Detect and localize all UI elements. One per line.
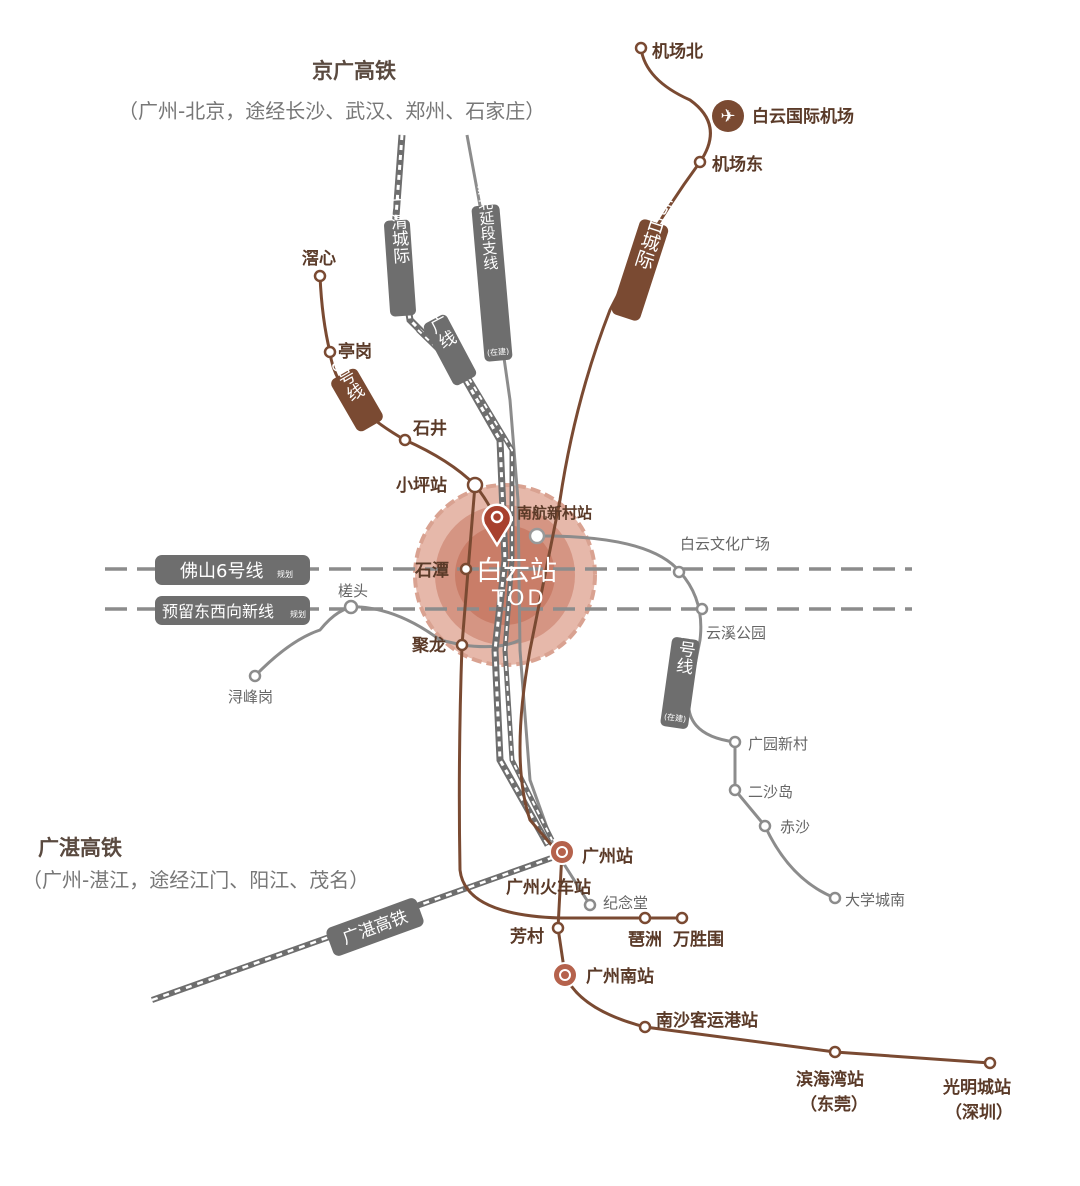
line8-south [457, 484, 682, 920]
guangqing-text: 广清城际 [385, 195, 410, 265]
station-marker [248, 669, 262, 683]
station-label: 芳村 [510, 926, 544, 947]
foshan6-label: 佛山6号线 规划 [155, 555, 310, 585]
line12-status: (在建) [663, 711, 686, 724]
line8-branch-label: 8号线北延段支线 (在建) [471, 155, 513, 362]
line8-branch-status: (在建) [486, 346, 509, 358]
station-marker [638, 1020, 652, 1034]
station-label: 石潭 [414, 561, 449, 581]
east-west-label: 预留东西向新线 规划 [155, 596, 310, 625]
line8 [318, 275, 500, 531]
station-marker [638, 911, 652, 925]
station-label: 白云国际机场 [752, 106, 854, 127]
location-pin-icon [481, 503, 513, 548]
station-label: 光明城站 [942, 1077, 1011, 1098]
station-label: 滘心 [302, 249, 336, 269]
east-west-grey [253, 605, 521, 678]
station-marker [728, 735, 742, 749]
station-marker [313, 269, 327, 283]
station-label: （东莞） [800, 1094, 868, 1115]
foshan6-text: 佛山6号线 [180, 561, 263, 582]
station-label: 广州南站 [586, 966, 654, 987]
station-label: 南沙客运港站 [656, 1010, 758, 1031]
airplane-icon: ✈ [712, 100, 744, 132]
station-label: 南航新村站 [517, 504, 592, 522]
station-marker [672, 565, 686, 579]
station-label: 浔峰岗 [228, 688, 273, 706]
station-label: 大学城南 [845, 891, 905, 909]
station-marker [675, 911, 689, 925]
jingguang-line-label: 京广线 [416, 298, 477, 386]
station-label: 纪念堂 [603, 894, 648, 912]
station-label: 机场北 [652, 41, 703, 62]
station-marker [695, 602, 709, 616]
center-name: 白云站 [476, 556, 557, 587]
station-label: 广州站 [582, 846, 633, 867]
station-marker [459, 562, 473, 576]
station-marker [528, 527, 546, 545]
station-marker [634, 41, 648, 55]
line8-label: 8号线 [326, 356, 383, 432]
station-marker [323, 345, 337, 359]
station-label: 滨海湾站 [796, 1069, 864, 1090]
station-label: 万胜围 [672, 930, 724, 950]
jingguang-subtitle: （广州-北京，途经长沙、武汉、郑州、石家庄） [118, 99, 545, 123]
jingguang-title: 京广高铁 [312, 59, 396, 83]
station-label: 机场东 [712, 154, 763, 175]
station-marker [583, 898, 597, 912]
guangqing-label: 广清城际 [384, 195, 416, 317]
station-marker [758, 819, 772, 833]
station-marker [828, 1045, 842, 1059]
station-label: （深圳） [945, 1102, 1013, 1123]
station-marker [693, 155, 707, 169]
center-sub: TOD [491, 586, 547, 610]
station-marker [828, 891, 842, 905]
station-marker [398, 433, 412, 447]
east-west-status: 规划 [290, 609, 306, 619]
station-marker [455, 638, 469, 652]
station-marker [728, 783, 742, 797]
station-label: 亭岗 [338, 341, 372, 362]
line12-label: 12号线 (在建) [660, 617, 700, 729]
station-label: 石井 [412, 418, 447, 439]
airport-line [639, 47, 712, 163]
station-label: 赤沙 [780, 818, 810, 836]
rail-station-icon [549, 839, 575, 865]
station-marker [983, 1056, 997, 1070]
guangzhan-subtitle: （广州-湛江，途经江门、阳江、茂名） [22, 868, 369, 892]
guangzhan-label: 广湛高铁 [326, 898, 424, 956]
south-line [556, 851, 991, 1065]
station-marker [466, 476, 484, 494]
fangbai-label: 芳白城际 [611, 192, 675, 321]
station-label: 广州火车站 [506, 877, 591, 898]
station-label: 白云文化广场 [680, 535, 770, 553]
station-marker [343, 599, 359, 615]
station-label: 槎头 [338, 582, 368, 600]
station-label: 琶洲 [628, 930, 662, 950]
station-marker [551, 921, 565, 935]
rail-station-icon [552, 962, 578, 988]
station-label: 小坪站 [396, 475, 447, 496]
east-west-text: 预留东西向新线 [162, 602, 274, 621]
station-label: 聚龙 [411, 635, 446, 656]
station-label: 二沙岛 [748, 783, 793, 801]
guangzhan-title: 广湛高铁 [38, 836, 122, 860]
svg-text:✈: ✈ [720, 106, 735, 127]
station-label: 广园新村 [748, 735, 808, 753]
station-label: 云溪公园 [706, 624, 766, 642]
foshan6-status: 规划 [277, 569, 293, 579]
jingguang-line-text: 京广线 [416, 298, 458, 353]
